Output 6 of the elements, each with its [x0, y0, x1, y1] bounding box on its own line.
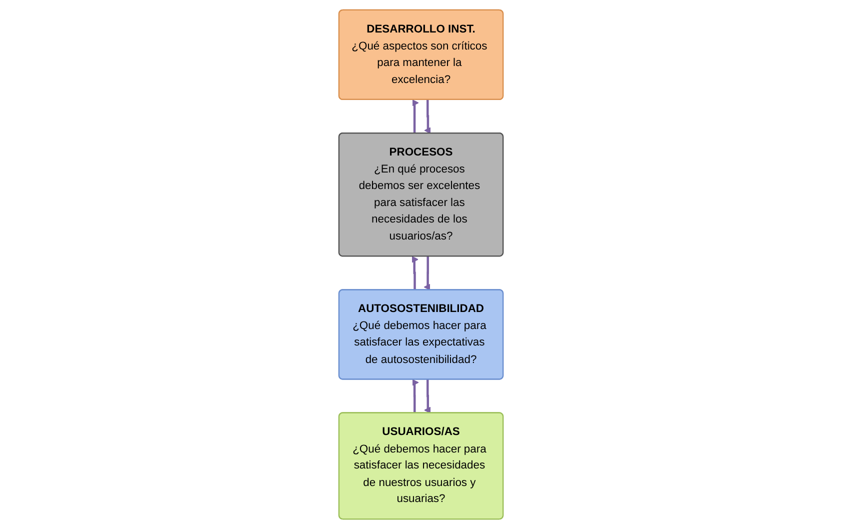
- arrow: [412, 379, 420, 414]
- arrow: [424, 255, 431, 290]
- arrow: [424, 98, 432, 134]
- arrow: [412, 100, 420, 135]
- arrow: [412, 256, 419, 292]
- arrow: [424, 378, 432, 414]
